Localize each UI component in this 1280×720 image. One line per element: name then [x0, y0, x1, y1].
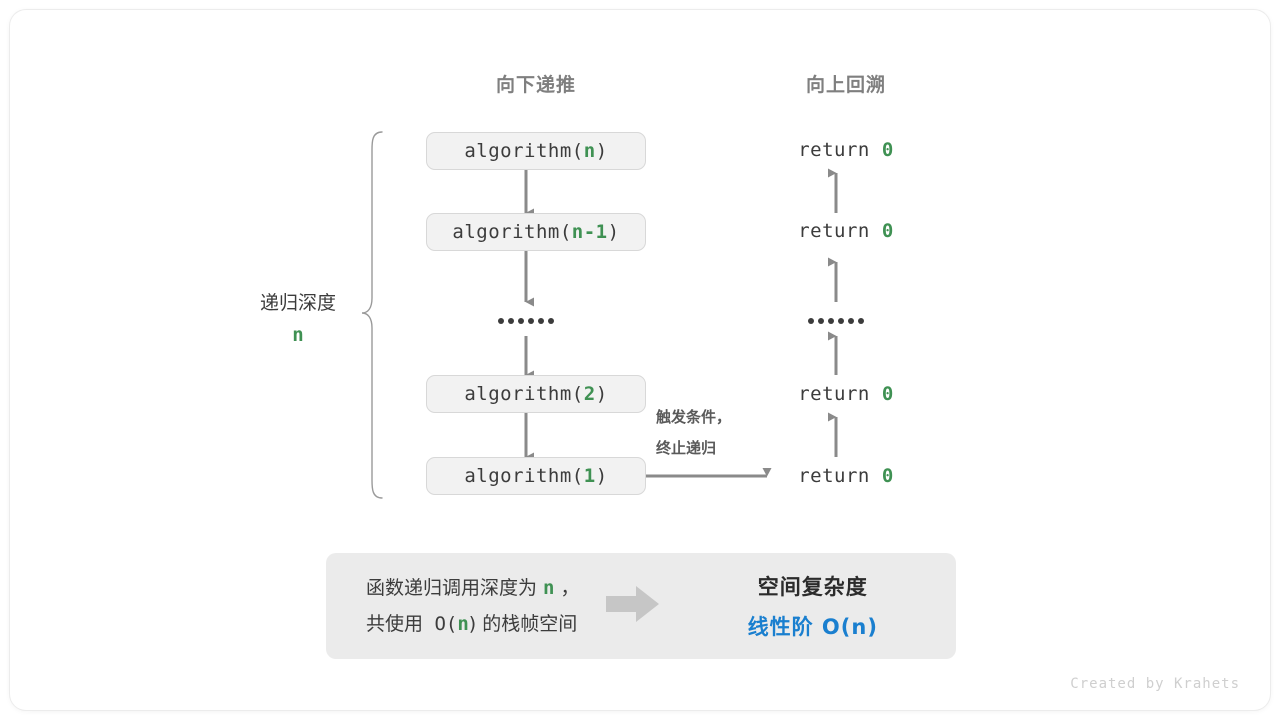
call-box-arg: n — [583, 140, 596, 162]
termination-note: 触发条件， 终止递归 — [656, 402, 731, 464]
ellipsis-dots-right — [808, 318, 864, 324]
complexity-explanation: 函数递归调用深度为 n ， 共使用 O(n) 的栈帧空间 — [366, 570, 580, 642]
call-box-suffix: ) — [607, 221, 620, 243]
recursion-depth-text: 递归深度 — [259, 292, 337, 314]
return-value: 0 — [881, 465, 894, 487]
call-box-algorithm-2[interactable]: algorithm(2) — [426, 375, 646, 413]
call-box-prefix: algorithm( — [464, 383, 584, 405]
complexity-explanation-line2: 共使用 O(n) 的栈帧空间 — [366, 606, 580, 642]
expl-l2-a: 共使用 O( — [366, 613, 458, 635]
recursion-depth-label: 递归深度 n — [260, 288, 336, 346]
column-header-backtrack-up: 向上回溯 — [805, 74, 887, 96]
expl-l2-hl: n — [457, 613, 469, 635]
call-box-algorithm-n[interactable]: algorithm(n) — [426, 132, 646, 170]
complexity-result-title: 空间复杂度 — [757, 575, 868, 599]
diagram-canvas: 向下递推 向上回溯 — [10, 10, 1270, 710]
expl-l1-b: ， — [554, 577, 580, 599]
return-label-2: return 0 — [798, 220, 894, 242]
return-keyword: return — [798, 383, 870, 405]
termination-note-line1: 触发条件， — [656, 408, 732, 426]
termination-note-line2: 终止递归 — [656, 439, 717, 457]
return-label-3: return 0 — [798, 383, 894, 405]
return-keyword: return — [798, 139, 870, 161]
expl-l1-a: 函数递归调用深度为 — [366, 577, 544, 599]
recursion-depth-value: n — [292, 324, 304, 346]
return-value: 0 — [881, 220, 894, 242]
return-keyword: return — [798, 220, 870, 242]
complexity-result-value: 线性阶 O(n) — [747, 615, 878, 639]
call-box-algorithm-1[interactable]: algorithm(1) — [426, 457, 646, 495]
call-box-arg: 1 — [583, 465, 596, 487]
call-box-suffix: ) — [595, 383, 608, 405]
call-box-prefix: algorithm( — [452, 221, 572, 243]
call-box-suffix: ) — [595, 465, 608, 487]
footer-credit: Created by Krahets — [1070, 676, 1240, 692]
call-box-prefix: algorithm( — [464, 465, 584, 487]
expl-l1-hl: n — [543, 577, 555, 599]
complexity-summary-panel: 函数递归调用深度为 n ， 共使用 O(n) 的栈帧空间 空间复杂度 线性阶 O… — [326, 553, 956, 659]
return-value: 0 — [881, 383, 894, 405]
call-box-arg: n-1 — [571, 221, 608, 243]
call-box-algorithm-n-1[interactable]: algorithm(n-1) — [426, 213, 646, 251]
call-box-suffix: ) — [595, 140, 608, 162]
expl-l2-b: ) 的栈帧空间 — [468, 613, 578, 635]
call-box-arg: 2 — [583, 383, 596, 405]
return-value: 0 — [881, 139, 894, 161]
complexity-result: 空间复杂度 线性阶 O(n) — [686, 571, 940, 641]
column-header-recurse-down: 向下递推 — [495, 74, 577, 96]
right-block-arrow-icon — [605, 585, 660, 628]
return-label-1: return 0 — [798, 139, 894, 161]
return-label-4: return 0 — [798, 465, 894, 487]
return-keyword: return — [798, 465, 870, 487]
ellipsis-dots-left — [498, 318, 554, 324]
complexity-explanation-line1: 函数递归调用深度为 n ， — [366, 570, 580, 606]
call-box-prefix: algorithm( — [464, 140, 584, 162]
